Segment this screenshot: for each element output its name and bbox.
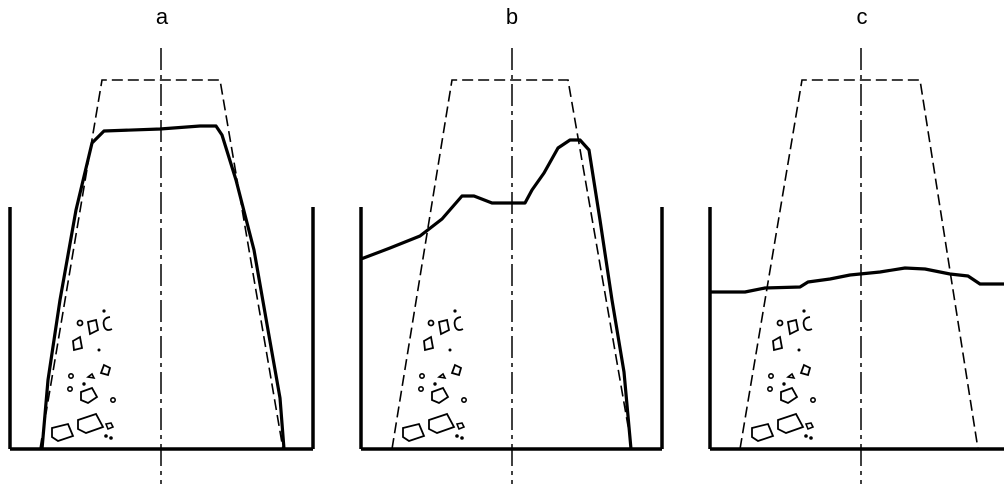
panel-b [359, 48, 664, 484]
debris-fragments [751, 308, 817, 442]
panel-label-b: b [505, 4, 519, 29]
original-profile-outline [739, 79, 979, 450]
original-profile-outline [391, 79, 633, 450]
deformed-profile [40, 124, 286, 450]
panel-label-a: a [155, 4, 169, 29]
original-profile-outline [39, 79, 284, 450]
debris-fragments [402, 308, 468, 442]
panel-label-c: c [856, 4, 868, 29]
debris-fragments [51, 308, 117, 442]
panel-a [8, 48, 315, 484]
deformed-profile [710, 266, 1004, 294]
panel-c [708, 48, 1004, 484]
deformed-profile [360, 138, 633, 450]
